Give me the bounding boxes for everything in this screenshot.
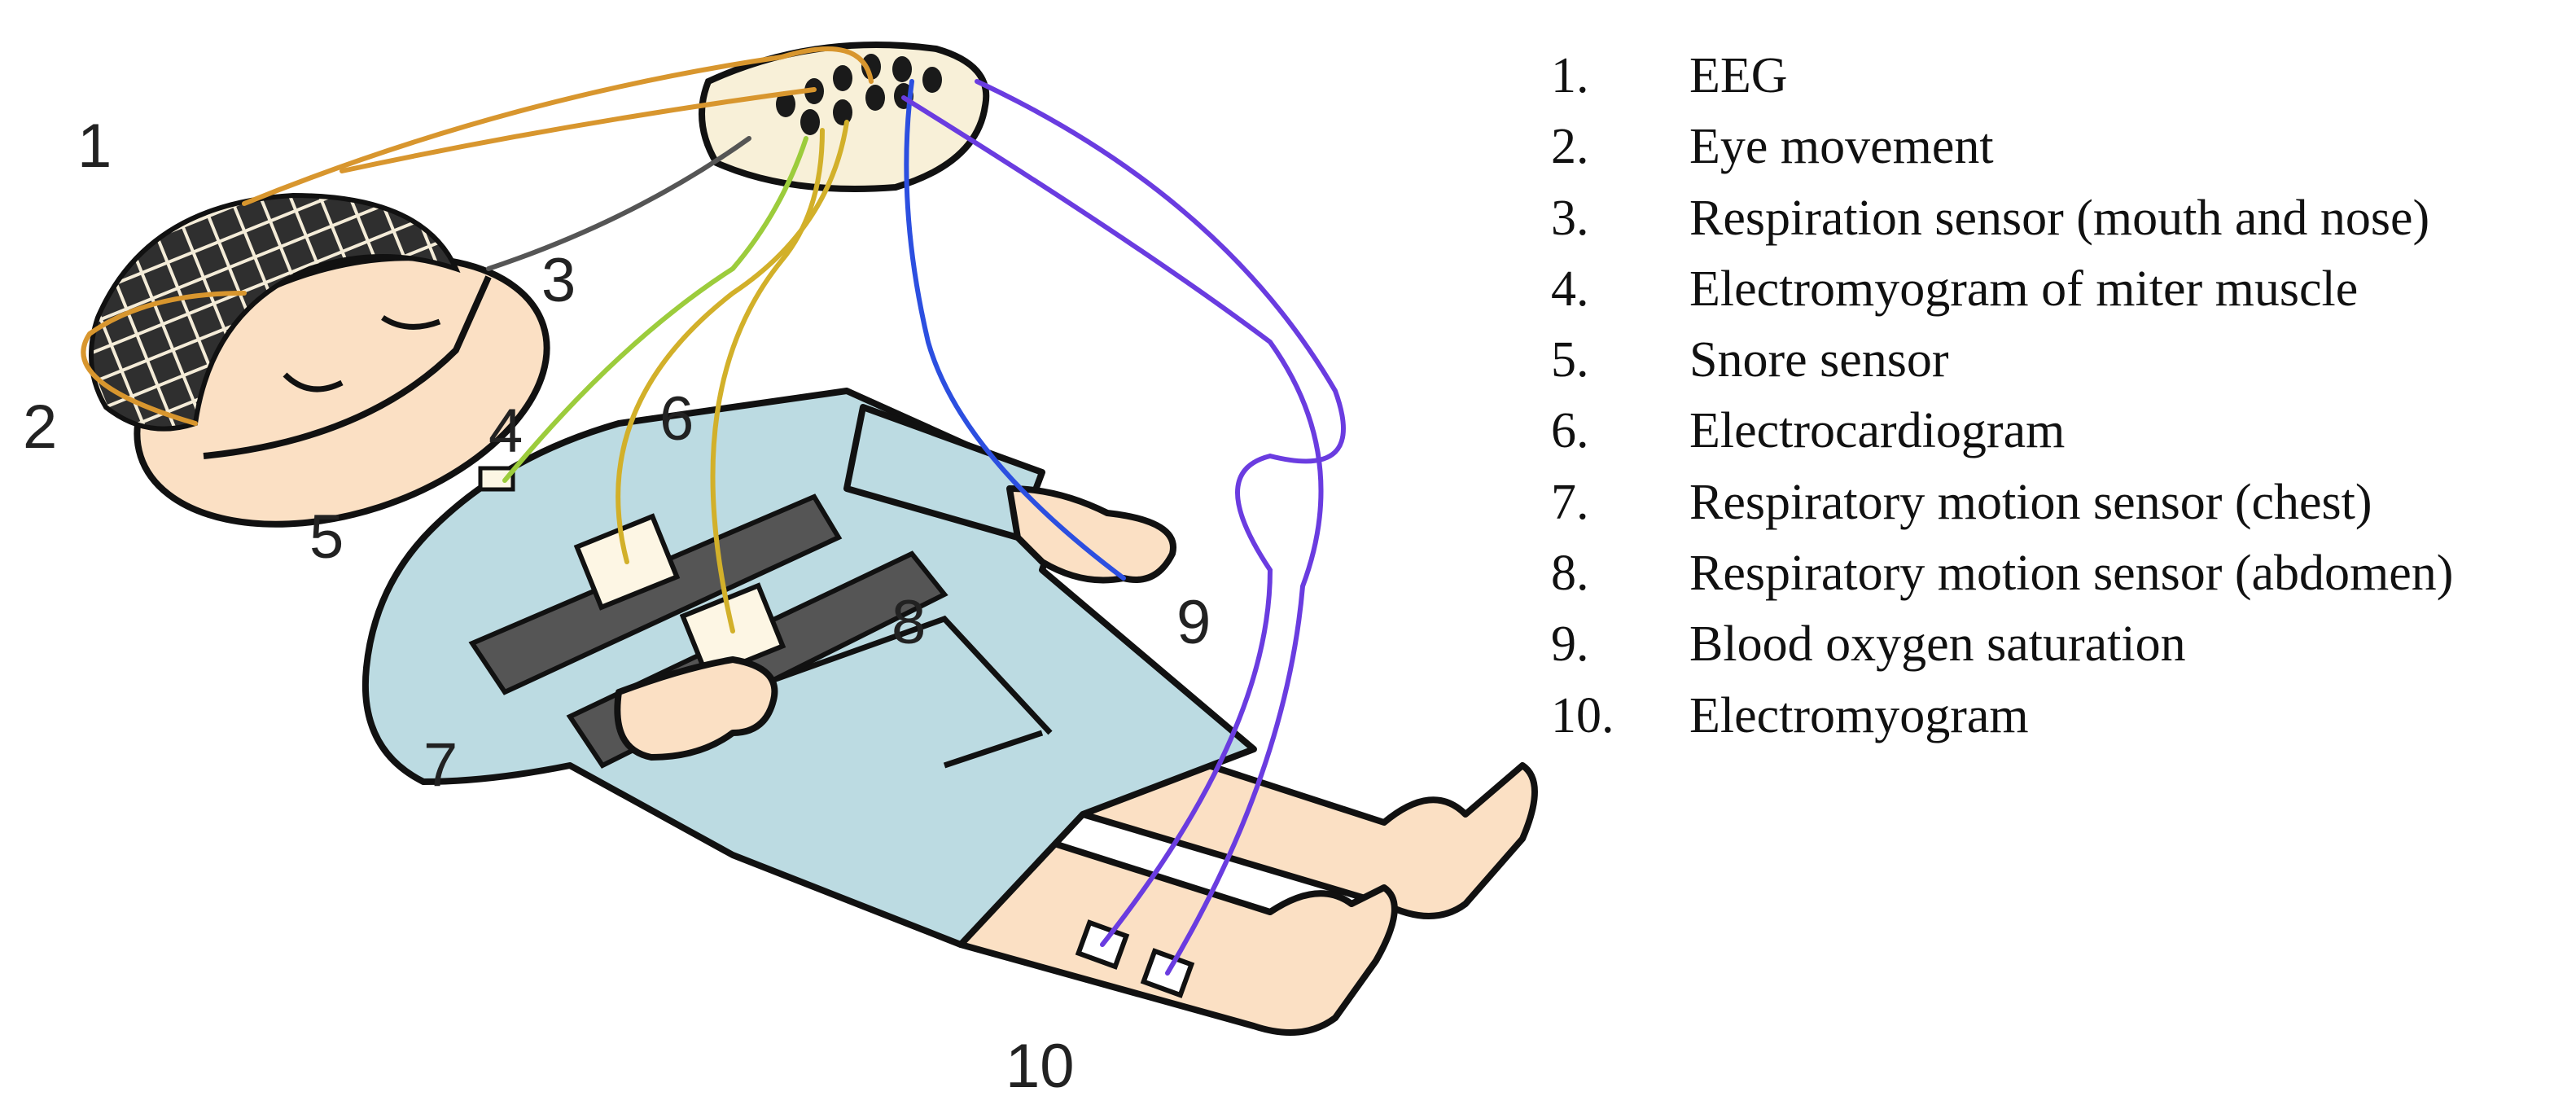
left-leg: [933, 803, 1398, 1036]
spo2-wire: [904, 79, 1126, 581]
recorder-box: [699, 42, 990, 192]
sensor-legend: 1. EEG 2. Eye movement 3. Respiration se…: [1551, 41, 2561, 752]
callout-6: 6: [659, 384, 694, 454]
callout-7: 7: [423, 730, 458, 800]
callout-3: 3: [541, 246, 576, 315]
callout-labels: 1 2 3 4 5 6 7 8 9 10: [23, 112, 1211, 1101]
face: [134, 254, 550, 528]
respiration-wire: [486, 136, 751, 271]
eeg-wire-1: [340, 87, 817, 173]
right-hand: [1006, 485, 1176, 584]
eye-wire: [81, 291, 247, 426]
callout-4: 4: [488, 397, 523, 466]
callout-2: 2: [23, 392, 57, 462]
legend-label: Electromyogram of miter muscle: [1689, 261, 2359, 317]
legend-number: 5.: [1551, 332, 1589, 388]
callout-10: 10: [1005, 1032, 1075, 1101]
wires: [81, 46, 1346, 976]
legend-item-5: 5. Snore sensor: [1551, 325, 2561, 396]
legend-number: 10.: [1551, 687, 1614, 743]
legend-number: 6.: [1551, 403, 1589, 459]
callout-1: 1: [77, 112, 112, 181]
legend-label: EEG: [1689, 48, 1788, 103]
legend-label: Respiratory motion sensor (abdomen): [1689, 546, 2454, 602]
legend-number: 9.: [1551, 616, 1589, 673]
ecg-wire-2: [710, 128, 825, 634]
ecg-wire-1: [616, 120, 849, 564]
legend-number: 3.: [1551, 190, 1589, 246]
closed-eye-2: [381, 315, 441, 330]
legend-number: 2.: [1551, 119, 1589, 175]
snore-sensor-pad: [478, 466, 515, 492]
legend-item-9: 9. Blood oxygen saturation: [1551, 609, 2561, 680]
callout-9: 9: [1176, 588, 1211, 657]
legend-label: Electrocardiogram: [1689, 403, 2066, 459]
closed-eye-1: [283, 372, 344, 392]
legend-number: 8.: [1551, 546, 1589, 602]
legend-label: Eye movement: [1689, 119, 1994, 175]
nasal-cannula: [203, 275, 492, 459]
legend-item-3: 3. Respiration sensor (mouth and nose): [1551, 183, 2561, 254]
legend-label: Electromyogram: [1689, 687, 2029, 743]
callout-8: 8: [892, 588, 926, 657]
legend-number: 4.: [1551, 261, 1589, 317]
head: [89, 192, 550, 528]
legend-label: Respiratory motion sensor (chest): [1689, 474, 2372, 530]
leg-emg-wire-1: [975, 79, 1346, 947]
legend-item-4: 4. Electromyogram of miter muscle: [1551, 254, 2561, 325]
legend-label: Respiration sensor (mouth and nose): [1689, 190, 2430, 246]
legend-label: Snore sensor: [1689, 332, 1949, 388]
legend-item-6: 6. Electrocardiogram: [1551, 396, 2561, 467]
legend-item-2: 2. Eye movement: [1551, 112, 2561, 182]
legend-item-1: 1. EEG: [1551, 41, 2561, 112]
eeg-wire-2: [242, 46, 874, 206]
leg-emg-wire-2: [901, 95, 1324, 976]
callout-5: 5: [309, 502, 344, 572]
legend-item-8: 8. Respiratory motion sensor (abdomen): [1551, 538, 2561, 609]
legend-label: Blood oxygen saturation: [1689, 616, 2186, 673]
left-hand: [614, 656, 778, 761]
legend-number: 7.: [1551, 474, 1589, 530]
legend-item-7: 7. Respiratory motion sensor (chest): [1551, 467, 2561, 538]
legend-item-10: 10. Electromyogram: [1551, 681, 2561, 752]
legend-number: 1.: [1551, 48, 1589, 103]
chest-belt: [468, 493, 843, 695]
miter-emg-wire: [502, 136, 808, 483]
